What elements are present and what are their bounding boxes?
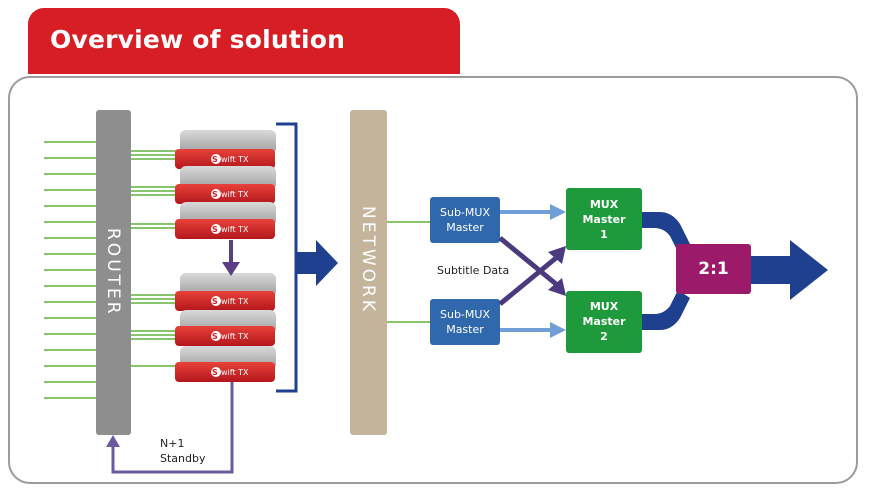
submux-box-1 bbox=[430, 197, 500, 243]
encoder-unit bbox=[175, 184, 275, 204]
mux-1-line2: Master bbox=[582, 213, 626, 226]
encoder-unit bbox=[175, 219, 275, 239]
swift-logo-letter: S bbox=[212, 297, 218, 306]
subtitle-cross-arrows bbox=[498, 236, 566, 306]
title-tab bbox=[28, 8, 460, 74]
network-bar bbox=[350, 110, 387, 435]
to-network-arrow bbox=[296, 240, 338, 286]
encoder-stack-top bbox=[175, 130, 276, 239]
submux-1-line2: Master bbox=[446, 221, 484, 234]
router-label: ROUTER bbox=[103, 228, 123, 317]
swift-logo-letter: S bbox=[212, 155, 218, 164]
standby-label-line2: Standby bbox=[160, 452, 206, 465]
encoder-unit-standby bbox=[175, 362, 275, 382]
subtitle-data-label: Subtitle Data bbox=[437, 264, 510, 277]
swift-logo-letter: S bbox=[212, 190, 218, 199]
mux1-connector bbox=[642, 212, 690, 252]
submux-2-line1: Sub-MUX bbox=[440, 308, 490, 321]
router-output-lines bbox=[131, 150, 180, 367]
submux-to-mux-arrows bbox=[500, 204, 566, 338]
mux-box-2 bbox=[566, 291, 642, 353]
swift-logo-letter: S bbox=[212, 368, 218, 377]
submux-2-line2: Master bbox=[446, 323, 484, 336]
mux-2-line1: MUX bbox=[589, 300, 619, 313]
output-arrow bbox=[751, 240, 828, 300]
mux2-connector bbox=[642, 290, 690, 330]
encoder-label: wift TX bbox=[221, 297, 249, 306]
page-title: Overview of solution bbox=[50, 25, 346, 54]
mux-2-line2: Master bbox=[582, 315, 626, 328]
encoder-label: wift TX bbox=[221, 155, 249, 164]
encoder-unit bbox=[175, 149, 275, 169]
switch-box bbox=[676, 244, 751, 294]
encoder-down-arrow bbox=[222, 240, 240, 276]
router-bar bbox=[96, 110, 131, 435]
encoder-label: wift TX bbox=[221, 368, 249, 377]
network-label: NETWORK bbox=[358, 206, 378, 314]
mux-2-line3: 2 bbox=[600, 330, 608, 343]
swift-logo-icons bbox=[211, 154, 221, 377]
standby-label-line1: N+1 bbox=[160, 437, 185, 450]
router-input-lines bbox=[44, 141, 97, 399]
mux-1-line3: 1 bbox=[600, 228, 608, 241]
encoder-unit bbox=[175, 291, 275, 311]
encoder-label: wift TX bbox=[221, 225, 249, 234]
encoder-label: wift TX bbox=[221, 332, 249, 341]
mux-1-line1: MUX bbox=[589, 198, 619, 211]
standby-arrow-head bbox=[106, 435, 120, 447]
mux-box-1 bbox=[566, 188, 642, 250]
standby-loop bbox=[111, 382, 234, 474]
swift-logo-letter: S bbox=[212, 332, 218, 341]
submux-1-line1: Sub-MUX bbox=[440, 206, 490, 219]
submux-box-2 bbox=[430, 299, 500, 345]
switch-label: 2:1 bbox=[698, 259, 729, 279]
encoder-unit bbox=[175, 326, 275, 346]
encoder-label: wift TX bbox=[221, 190, 249, 199]
encoder-bracket bbox=[276, 122, 298, 393]
encoder-stack-bottom bbox=[175, 273, 276, 382]
swift-logo-letter: S bbox=[212, 225, 218, 234]
